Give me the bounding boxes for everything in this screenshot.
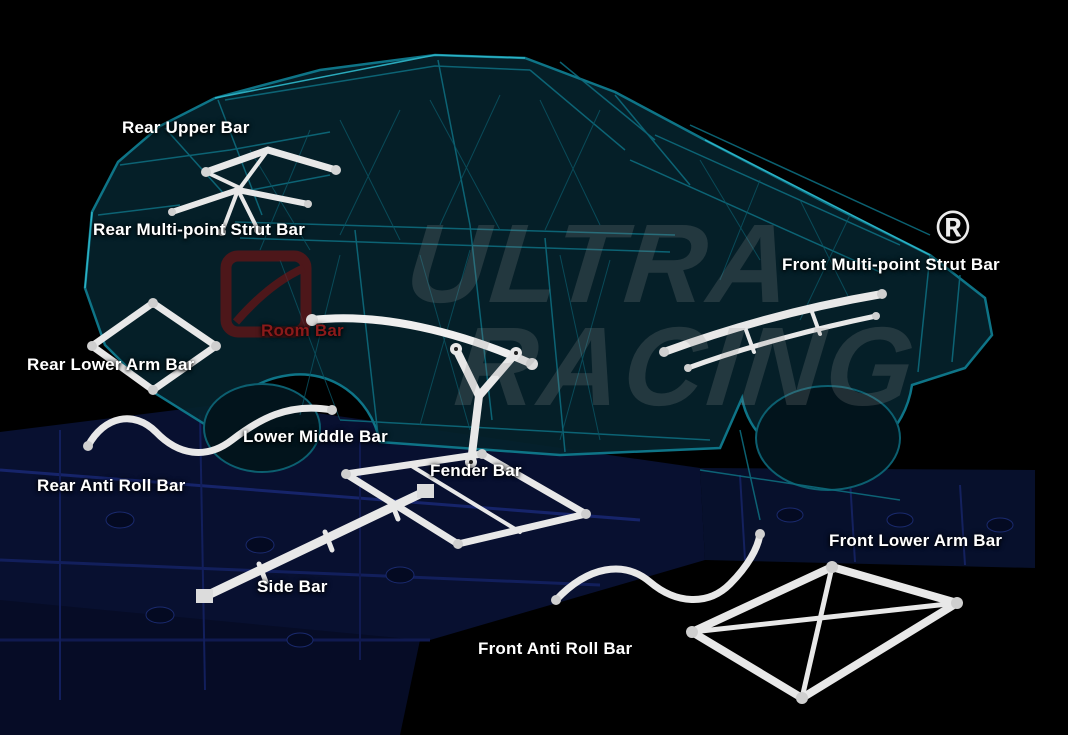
part-label-front-lower-arm-bar: Front Lower Arm Bar	[829, 531, 1003, 550]
part-label-rear-upper-bar: Rear Upper Bar	[122, 118, 250, 137]
front-multi-point-strut-bar-graphic	[659, 289, 887, 372]
part-label-rear-lower-arm-bar: Rear Lower Arm Bar	[27, 355, 195, 374]
part-label-room-bar: Room Bar	[261, 321, 344, 340]
part-label-side-bar: Side Bar	[257, 577, 328, 596]
room-bar-graphic	[306, 314, 538, 370]
ultra-racing-logo-watermark	[220, 250, 312, 338]
car-body-wireframe	[83, 53, 994, 521]
registered-trademark-symbol: ®	[936, 201, 970, 253]
front-lower-arm-bar-graphic	[686, 561, 963, 704]
part-label-front-multi-point-strut-bar: Front Multi-point Strut Bar	[782, 255, 1000, 274]
rear-anti-roll-bar-graphic	[83, 404, 337, 456]
part-label-rear-anti-roll-bar: Rear Anti Roll Bar	[37, 476, 186, 495]
front-anti-roll-bar-graphic	[551, 529, 765, 605]
part-label-front-anti-roll-bar: Front Anti Roll Bar	[478, 639, 633, 658]
part-label-fender-bar: Fender Bar	[430, 461, 522, 480]
rear-multi-point-strut-bar-graphic	[168, 186, 312, 236]
rear-lower-arm-bar-graphic	[87, 298, 221, 395]
part-label-lower-middle-bar: Lower Middle Bar	[243, 427, 388, 446]
fender-bar-graphic	[450, 343, 522, 468]
part-label-rear-multi-point-strut-bar: Rear Multi-point Strut Bar	[93, 220, 306, 239]
lower-middle-bar-graphic	[341, 449, 591, 549]
side-bar-graphic	[196, 484, 434, 603]
